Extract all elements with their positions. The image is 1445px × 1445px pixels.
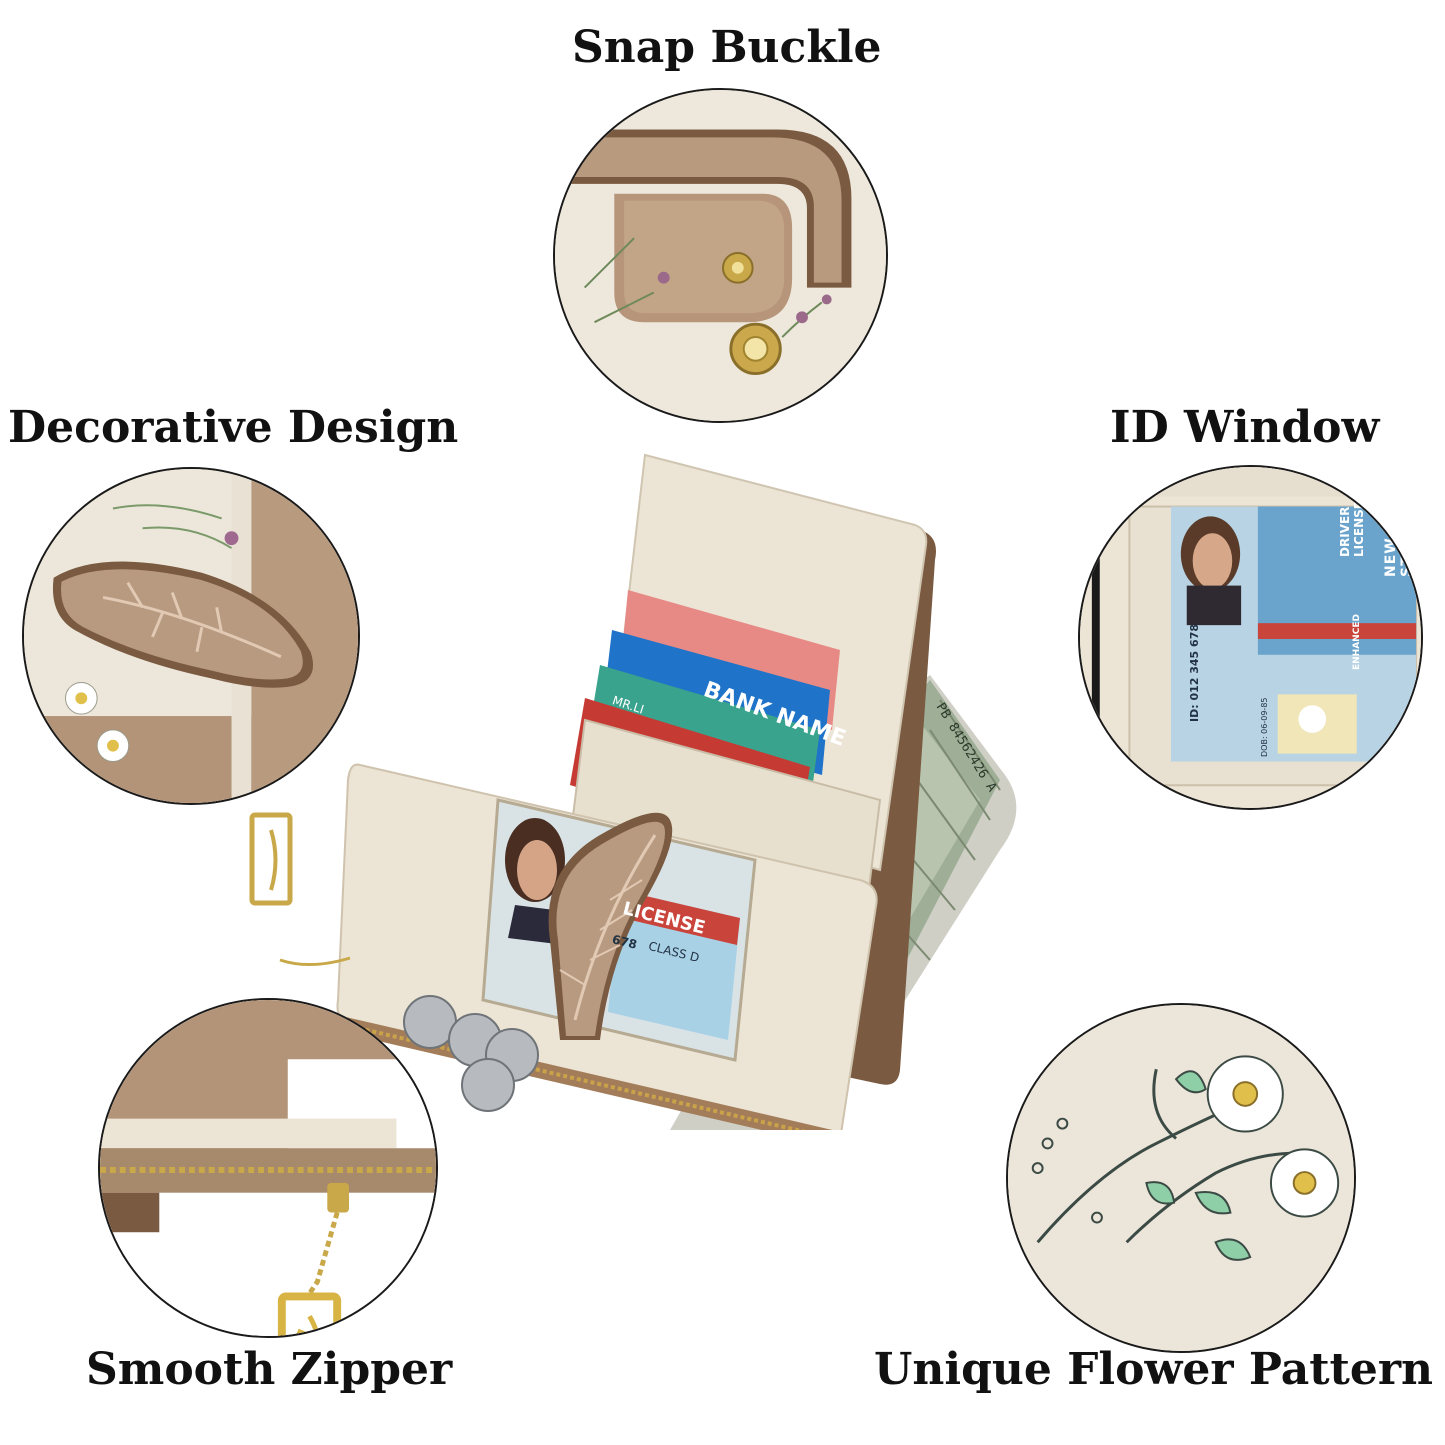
id-window-state: NEW STATE: [1383, 524, 1415, 577]
wallet-main-photo: BANK NAME MR.LI LICENSE CLASS D 678 PB 8…: [240, 440, 1040, 1130]
smooth-zipper-closeup: [98, 998, 438, 1338]
label-unique-flower-pattern: Unique Flower Pattern: [874, 1344, 1434, 1395]
id-window-class: CLASS D: [1398, 731, 1420, 767]
id-window-license-title: DRIVER LICENSE: [1338, 501, 1366, 557]
id-window-id-number: ID: 012 345 678: [1188, 624, 1201, 722]
label-snap-buckle: Snap Buckle: [572, 22, 882, 73]
label-decorative-design: Decorative Design: [8, 402, 459, 453]
label-smooth-zipper: Smooth Zipper: [86, 1344, 453, 1395]
snap-buckle-closeup: [553, 88, 888, 423]
label-id-window: ID Window: [1110, 402, 1380, 453]
id-window-license-badge: ENHANCED: [1352, 614, 1362, 670]
id-window-dob: DOB: 06-09-85: [1260, 697, 1269, 758]
id-window-closeup: DRIVER LICENSE ENHANCED NEW STATE ID: 01…: [1078, 465, 1423, 810]
flower-pattern-closeup: [1006, 1003, 1356, 1353]
